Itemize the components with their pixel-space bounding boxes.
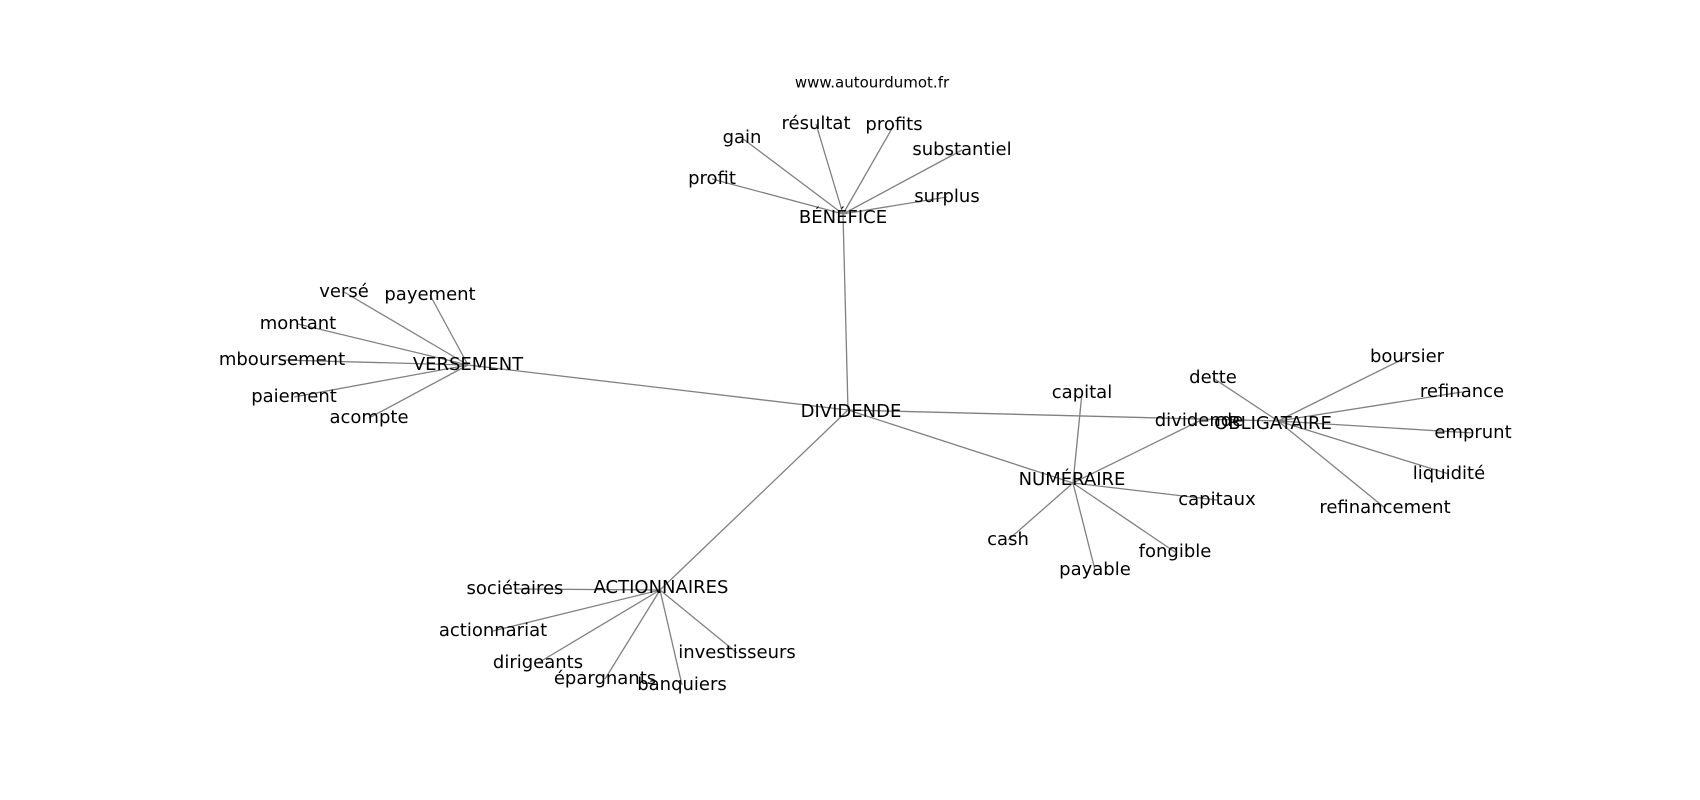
edge-dividende-actionnaires bbox=[659, 409, 849, 591]
edge-dividende-numeraire bbox=[847, 409, 1074, 484]
edge-actionnaires-actionnariat bbox=[492, 589, 661, 632]
edge-benefice-substantiel bbox=[842, 149, 963, 215]
edge-actionnaires-investisseurs bbox=[659, 589, 738, 654]
node-label-resultat: résultat bbox=[781, 113, 850, 134]
node-label-benefice: BÉNÉFICE bbox=[799, 206, 887, 228]
node-label-actionnaires: ACTIONNAIRES bbox=[594, 577, 729, 598]
node-label-numeraire: NUMÉRAIRE bbox=[1019, 468, 1126, 490]
node-label-societaires: sociétaires bbox=[467, 578, 564, 599]
node-label-investisseurs: investisseurs bbox=[678, 642, 796, 663]
edge-numeraire-capitaux bbox=[1072, 482, 1218, 501]
edge-dividende-benefice bbox=[842, 213, 849, 411]
edge-obligataire-refinancement bbox=[1277, 420, 1386, 509]
edge-benefice-surplus bbox=[842, 196, 948, 215]
edge-versement-paiement bbox=[293, 364, 469, 398]
node-label-acompte: acompte bbox=[329, 407, 408, 428]
edge-numeraire-capital bbox=[1072, 392, 1083, 484]
edge-benefice-profit bbox=[711, 178, 844, 215]
edge-versement-verse bbox=[343, 291, 469, 366]
node-label-payement: payement bbox=[384, 284, 475, 305]
node-label-obligataire: OBLIGATAIRE bbox=[1214, 413, 1332, 434]
node-label-refinancement: refinancement bbox=[1319, 497, 1450, 518]
node-label-payable: payable bbox=[1059, 559, 1131, 580]
edge-obligataire-liquidite bbox=[1277, 420, 1450, 475]
node-label-epargnants: épargnants bbox=[554, 668, 656, 689]
edge-actionnaires-banquiers bbox=[659, 589, 683, 686]
edge-numeraire-cash bbox=[1007, 482, 1074, 541]
node-label-emprunt: emprunt bbox=[1434, 422, 1511, 443]
node-label-actionnariat: actionnariat bbox=[439, 620, 547, 641]
edge-versement-montant bbox=[297, 323, 469, 366]
node-label-cash: cash bbox=[987, 529, 1029, 550]
edge-obligataire-refinance bbox=[1277, 391, 1463, 422]
node-label-montant: montant bbox=[260, 313, 337, 334]
node-label-dette: dette bbox=[1189, 367, 1237, 388]
edge-versement-acompte bbox=[368, 364, 469, 419]
edge-benefice-gain bbox=[741, 137, 844, 215]
node-label-dirigeants: dirigeants bbox=[493, 652, 583, 673]
node-label-fongible: fongible bbox=[1139, 541, 1212, 562]
node-label-banquiers: banquiers bbox=[637, 674, 727, 695]
node-label-substantiel: substantiel bbox=[912, 139, 1011, 160]
edge-numeraire-payable bbox=[1072, 482, 1096, 571]
edge-benefice-resultat bbox=[815, 123, 844, 215]
edge-versement-payement bbox=[429, 294, 469, 366]
node-label-refinance: refinance bbox=[1420, 381, 1504, 402]
node-label-profits: profits bbox=[865, 114, 922, 135]
graph-nodes: DIVIDENDE BÉNÉFICE VERSEMENT NUMÉRAIRE OBLIG… bbox=[219, 113, 1512, 695]
edge-dividende-versement bbox=[467, 364, 849, 411]
node-label-dividende2: dividende bbox=[1155, 410, 1244, 431]
edge-benefice-profits bbox=[842, 124, 895, 215]
graph-edges bbox=[281, 123, 1474, 686]
edge-actionnaires-dirigeants bbox=[537, 589, 661, 664]
node-label-verse: versé bbox=[319, 281, 369, 302]
edge-actionnaires-societaires bbox=[514, 588, 661, 591]
edge-obligataire-dette bbox=[1212, 377, 1279, 422]
node-label-boursier: boursier bbox=[1370, 346, 1445, 367]
node-label-liquidite: liquidité bbox=[1413, 463, 1485, 484]
node-label-surplus: surplus bbox=[914, 186, 979, 207]
source-label: www.autourdumot.fr bbox=[795, 74, 950, 92]
node-label-gain: gain bbox=[723, 127, 762, 148]
edge-versement-remboursement bbox=[281, 359, 469, 366]
node-label-capitaux: capitaux bbox=[1178, 489, 1256, 510]
edge-dividende-obligataire bbox=[847, 409, 1279, 422]
edge-obligataire-emprunt bbox=[1277, 420, 1474, 434]
node-label-versement: VERSEMENT bbox=[413, 354, 524, 375]
node-label-profit: profit bbox=[688, 168, 736, 189]
edge-actionnaires-epargnants bbox=[604, 589, 661, 680]
node-label-paiement: paiement bbox=[251, 386, 337, 407]
node-label-remboursement: mboursement bbox=[219, 349, 345, 370]
node-label-capital: capital bbox=[1052, 382, 1112, 403]
edge-obligataire-boursier bbox=[1277, 356, 1408, 422]
node-label-dividende: DIVIDENDE bbox=[801, 401, 902, 422]
edge-numeraire-fongible bbox=[1072, 482, 1176, 553]
edge-numeraire-dividende2 bbox=[1072, 420, 1200, 484]
